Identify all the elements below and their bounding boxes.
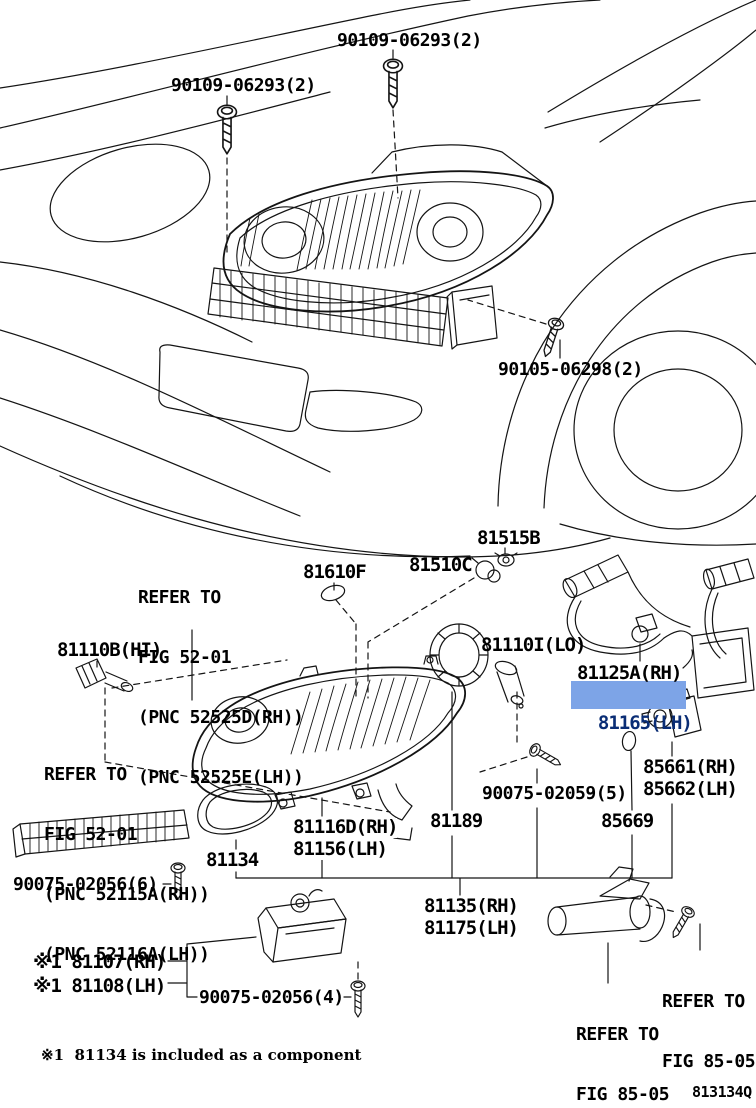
part-label-81510c[interactable]: 81510C (409, 554, 473, 576)
note-refer-fig85-05-right: REFER TO FIG 85-05 (662, 991, 756, 1072)
note-refer-fig52-01-lower: REFER TO FIG 52-01 (PNC 52115A(RH)) (PNC… (44, 764, 210, 965)
part-label-81107-rh[interactable]: ※1 81107(RH) (33, 951, 166, 973)
part-label-81110b-hi[interactable]: 81110B(HI) (57, 639, 162, 661)
gasket-81134-art (197, 783, 279, 835)
part-label-81165-lh-highlighted[interactable]: 81165(LH) (571, 681, 693, 734)
part-label-85662-lh[interactable]: 85662(LH) (643, 778, 738, 800)
note-refer-fig52-01-upper: REFER TO FIG 52-01 (PNC 52525D(RH)) (PNC… (138, 587, 304, 788)
figure-code: 813134Q (692, 1083, 752, 1101)
grille-strip-art (12, 809, 190, 858)
part-label-81135-rh[interactable]: 81135(RH) (424, 895, 519, 917)
part-label-81108-lh[interactable]: ※1 81108(LH) (33, 975, 166, 997)
socket-81515b-art (494, 552, 518, 567)
part-label-81110i-lo[interactable]: 81110I(LO) (481, 634, 586, 656)
bulb-high-art (75, 658, 134, 693)
part-label-90109-06293-right[interactable]: 90109-06293(2) (337, 30, 482, 51)
part-label-90105-06298[interactable]: 90105-06298(2) (498, 359, 643, 380)
headlamp-assembly-top-art (207, 144, 554, 350)
clip-81610f-art (320, 584, 346, 602)
car-front-art (0, 0, 756, 558)
headlamp-unit-middle-art (191, 655, 467, 841)
headlamp-cord-art (562, 554, 755, 699)
ballast-unit-art (257, 889, 347, 963)
leader-lines (96, 49, 701, 998)
socket-81510c-art (471, 557, 501, 583)
part-label-81175-lh[interactable]: 81175(LH) (424, 917, 519, 939)
part-label-81515b[interactable]: 81515B (477, 527, 541, 549)
note-refer-fig85-05-lower: REFER TO FIG 85-05 (PNC 85207A(RH)) (PNC… (576, 1024, 670, 1105)
part-label-81156-lh[interactable]: 81156(LH) (293, 838, 388, 860)
fog-lamp-art (547, 866, 666, 943)
grommet-85669-art (621, 730, 637, 752)
part-label-90109-06293-left[interactable]: 90109-06293(2) (171, 75, 316, 96)
bulb-low-art (494, 660, 525, 709)
footnote: ※1 81134 is included as a component (41, 1046, 362, 1064)
retainer-ring-art (429, 623, 489, 687)
part-label-85669[interactable]: 85669 (601, 810, 654, 832)
part-label-81189[interactable]: 81189 (430, 810, 483, 832)
part-label-81125a-rh[interactable]: 81125A(RH) (577, 662, 682, 684)
part-label-90075-02059[interactable]: 90075-02059(5) (482, 783, 627, 804)
part-label-81134[interactable]: 81134 (206, 849, 259, 871)
part-label-85661-rh[interactable]: 85661(RH) (643, 756, 738, 778)
part-label-81610f[interactable]: 81610F (303, 561, 367, 583)
part-label-90075-02056-6[interactable]: 90075-02056(6) (13, 874, 158, 895)
highlighted-part-number: 81165(LH) (597, 712, 693, 734)
part-label-90075-02056-4[interactable]: 90075-02056(4) (199, 987, 344, 1008)
dashed-guide-lines (104, 109, 677, 980)
part-label-81116d-rh[interactable]: 81116D(RH) (293, 816, 398, 838)
